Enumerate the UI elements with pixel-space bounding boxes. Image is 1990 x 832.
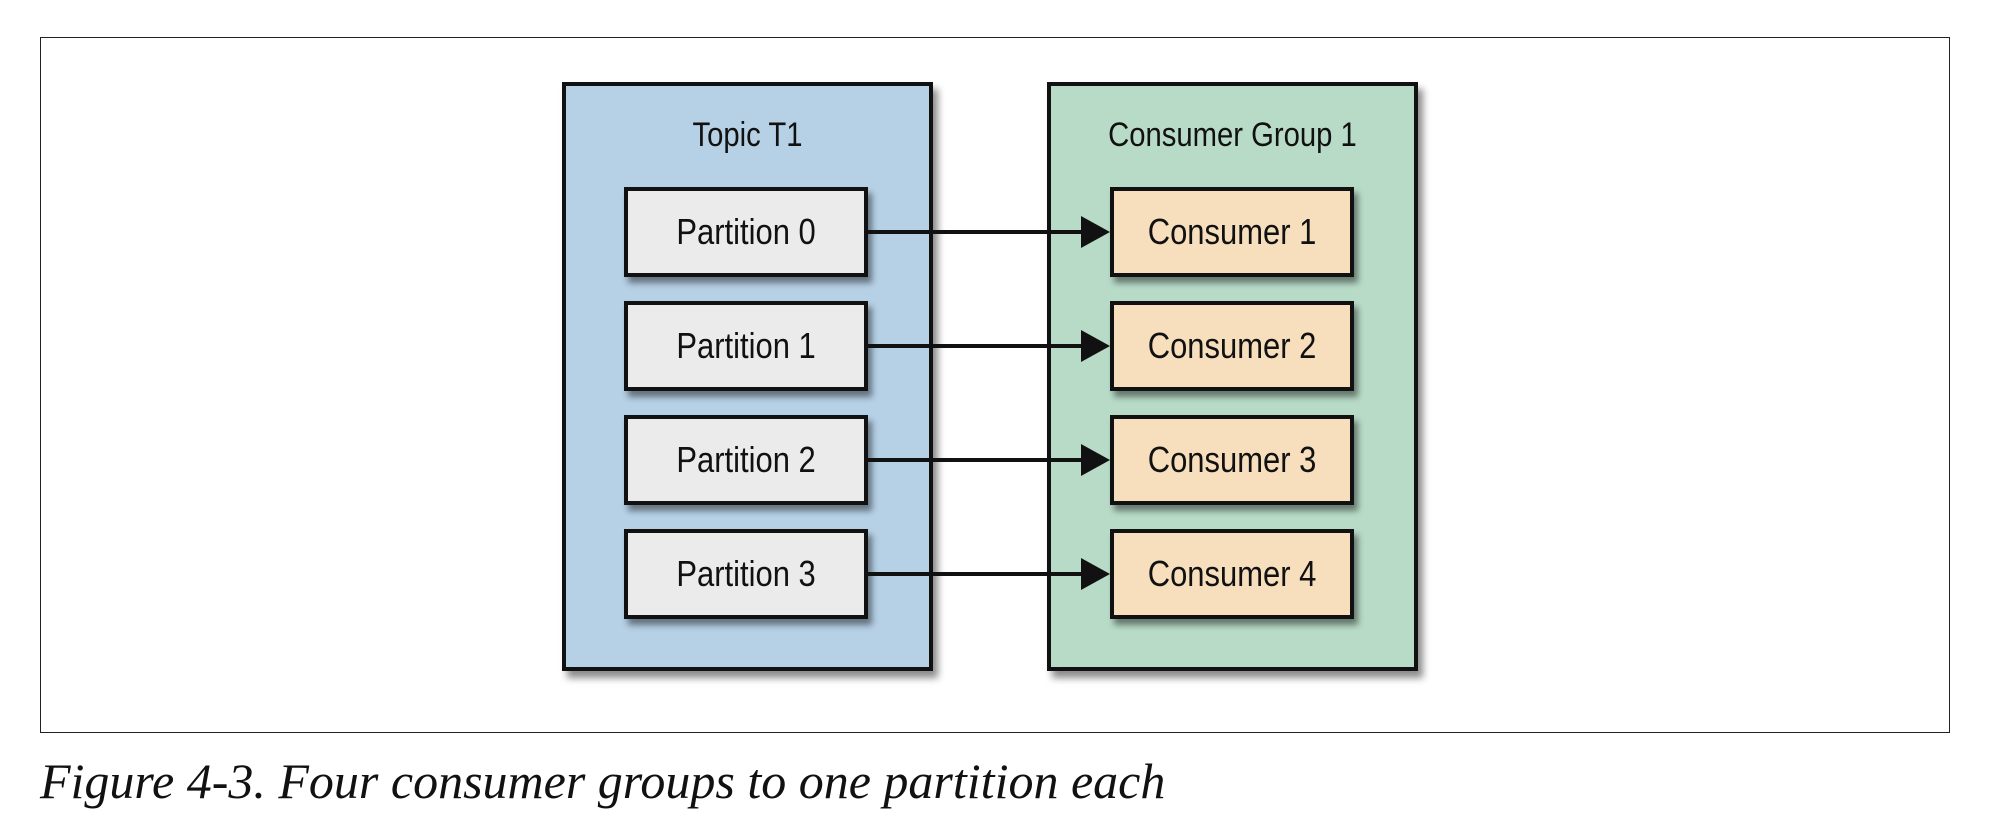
consumer-1-node: Consumer 1 bbox=[1110, 187, 1354, 277]
partition-3-node: Partition 3 bbox=[624, 529, 868, 619]
consumer-2-label: Consumer 2 bbox=[1147, 325, 1317, 366]
consumer-2-node: Consumer 2 bbox=[1110, 301, 1354, 391]
partition-1-label: Partition 1 bbox=[676, 325, 816, 366]
partition-0-node: Partition 0 bbox=[624, 187, 868, 277]
consumer-1-label: Consumer 1 bbox=[1147, 211, 1317, 252]
consumer-group-title: Consumer Group 1 bbox=[1108, 116, 1357, 154]
partition-2-label: Partition 2 bbox=[676, 439, 816, 480]
partition-2-node: Partition 2 bbox=[624, 415, 868, 505]
consumer-3-label: Consumer 3 bbox=[1147, 439, 1317, 480]
figure-caption: Figure 4-3. Four consumer groups to one … bbox=[40, 753, 1166, 809]
figure-frame bbox=[40, 37, 1950, 733]
partition-0-label: Partition 0 bbox=[676, 211, 816, 252]
partition-3-label: Partition 3 bbox=[676, 553, 816, 594]
consumer-4-node: Consumer 4 bbox=[1110, 529, 1354, 619]
partition-1-node: Partition 1 bbox=[624, 301, 868, 391]
consumer-3-node: Consumer 3 bbox=[1110, 415, 1354, 505]
consumer-4-label: Consumer 4 bbox=[1147, 553, 1317, 594]
topic-title: Topic T1 bbox=[692, 116, 803, 154]
